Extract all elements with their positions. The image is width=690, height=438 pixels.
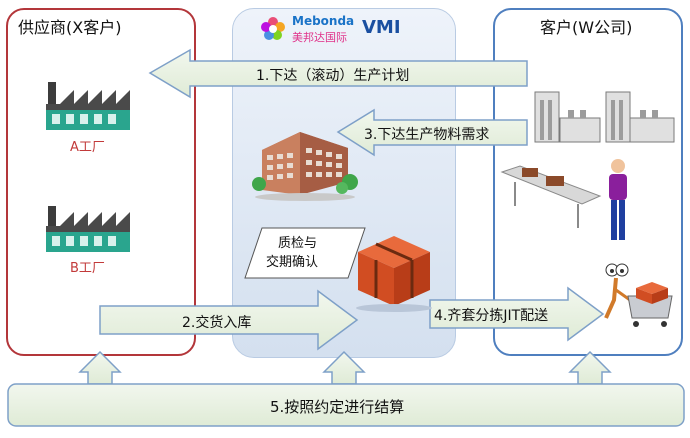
production-line-icon [500, 91, 675, 240]
step3-label: 3.下达生产物料需求 [364, 127, 490, 143]
arrow-step2 [99, 289, 359, 351]
factory-a-label: A工厂 [70, 140, 105, 155]
step1-label: 1.下达（滚动）生产计划 [256, 68, 410, 84]
qc-label-line1: 质检与 [278, 236, 318, 251]
supplier-title: 供应商(X客户) [18, 18, 122, 37]
factory-b-label: B工厂 [70, 261, 105, 276]
parcel-box-icon [356, 236, 432, 312]
mebonda-logo-icon [258, 14, 288, 44]
customer-title: 客户(W公司) [540, 18, 633, 37]
arrow-step1 [148, 48, 528, 99]
step5-label: 5.按照约定进行结算 [270, 398, 405, 416]
delivery-cart-icon [604, 263, 673, 327]
factory-b-icon [46, 206, 130, 252]
qc-parallelogram [244, 227, 366, 279]
settlement-bar [7, 383, 685, 427]
arrow-step3 [336, 108, 528, 157]
vmi-label: VMI [362, 17, 401, 38]
logo-name: Mebonda [292, 14, 355, 28]
up-arrow-supplier [78, 350, 122, 385]
factory-a-icon [46, 82, 130, 130]
step4-label: 4.齐套分拣JIT配送 [434, 308, 549, 324]
logo-cn: 美邦达国际 [292, 31, 347, 44]
step2-label: 2.交货入库 [182, 315, 252, 331]
warehouse-building-icon [252, 132, 358, 201]
qc-label-line2: 交期确认 [266, 255, 319, 270]
up-arrow-customer [568, 350, 612, 385]
up-arrow-vmi [322, 350, 366, 385]
arrow-step4 [429, 286, 605, 342]
